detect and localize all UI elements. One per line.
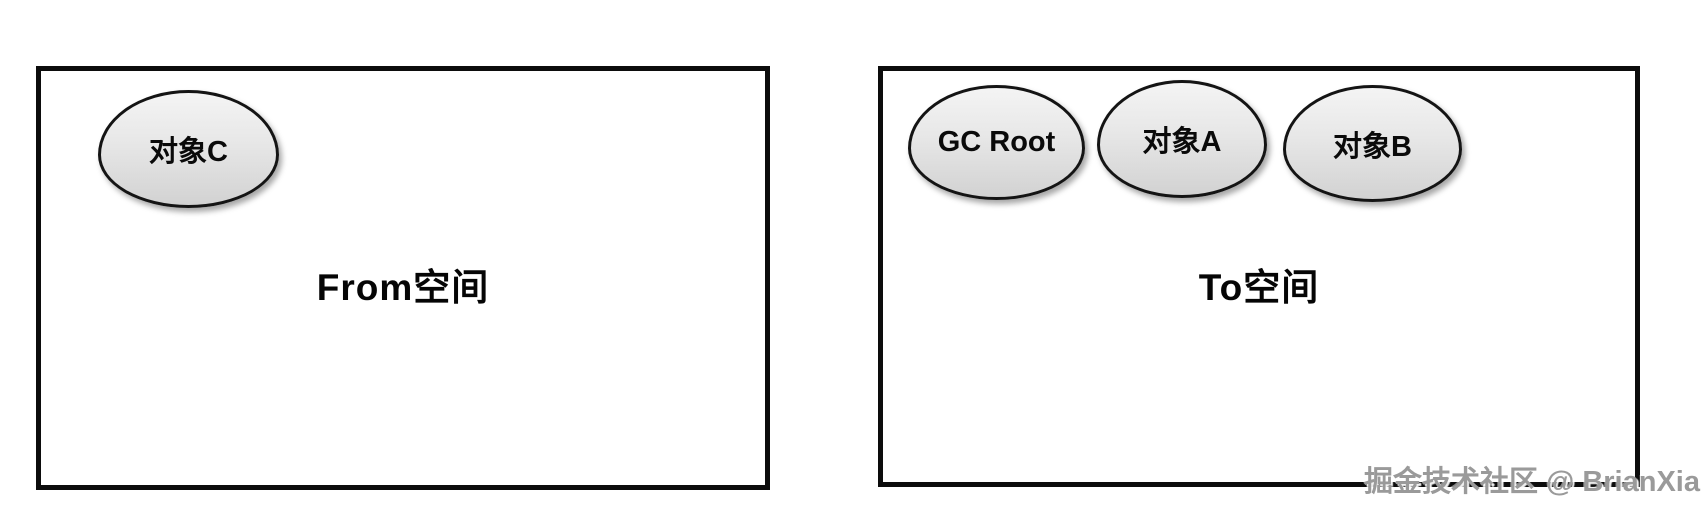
- from-space-label: From空间: [316, 267, 490, 308]
- object-node-c: 对象C: [98, 90, 279, 208]
- to-space-box: GC Root 对象A 对象B To空间: [878, 66, 1640, 487]
- watermark: 掘金技术社区 @ BrianXia: [1363, 466, 1700, 498]
- to-space-label: To空间: [1198, 267, 1320, 308]
- object-node-a: 对象A: [1097, 80, 1267, 198]
- gc-root-node: GC Root: [908, 85, 1085, 200]
- from-space-box: 对象C From空间: [36, 66, 770, 490]
- object-node-a-label: 对象A: [1142, 126, 1222, 158]
- gc-root-node-label: GC Root: [937, 126, 1056, 158]
- object-node-b-label: 对象B: [1333, 130, 1412, 163]
- object-node-b: 对象B: [1283, 85, 1462, 202]
- object-node-c-label: 对象C: [149, 136, 228, 168]
